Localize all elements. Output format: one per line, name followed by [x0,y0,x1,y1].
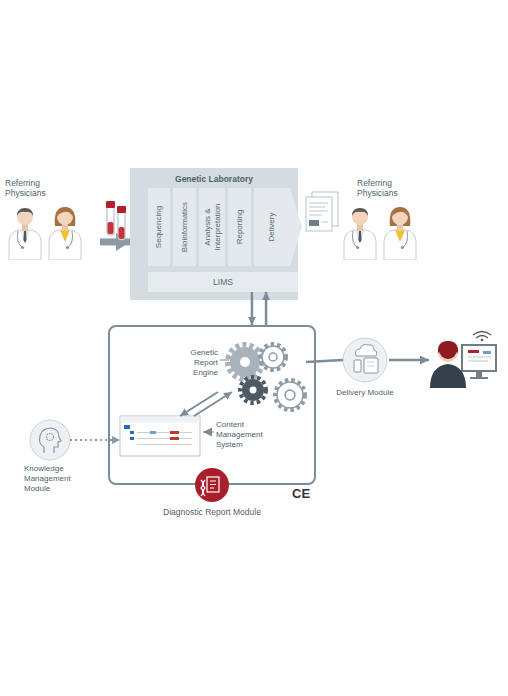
node-label: Content Management System [216,420,274,450]
physician-figure [9,208,41,260]
node-label: Analysis & Interpretation [203,190,222,264]
node-label: Diagnostic Report Module [110,507,314,517]
process-stage: Sequencing [148,188,170,266]
physician-figure [49,207,81,260]
node-label: Referring Physicians [357,178,417,198]
flow-connector [100,238,130,245]
cms-component: Content Management System [120,416,200,456]
node-label: Genetic Laboratory [130,174,298,184]
physician-figure [384,207,416,260]
cms-screen [120,416,200,456]
node-label: LIMS [148,277,298,287]
flow-arrow [389,359,429,362]
module-circle: Knowledge Management Module [30,420,70,460]
flow-connector [306,360,343,362]
delivery-icon [343,338,387,382]
node-label: Sequencing [154,190,164,264]
physician-figure [344,208,376,260]
system-band: LIMS [148,272,298,292]
chevron-shape [254,188,302,266]
leader-line [203,432,214,433]
module-frame: Diagnostic Report ModuleGenetic Report E… [108,325,316,485]
report-document [306,192,338,231]
node-label: Reporting [235,190,245,264]
process-stage: Reporting [228,188,251,266]
flow-connector [265,292,268,325]
engine-component: Genetic Report Engine [182,343,306,392]
flow-connector [194,392,232,416]
blood-tubes [106,201,126,240]
actor-group: Referring Physicians [340,172,435,264]
knowledge-icon [30,420,70,460]
process-stage: Analysis & Interpretation [199,188,225,266]
leader-line [220,360,229,361]
node-label: Genetic Report Engine [182,348,218,378]
chevron-shape [254,188,302,266]
node-label: Bioinformatics [180,190,190,264]
lab-container: Genetic LaboratorySequencing Bioinformati… [130,168,298,300]
module-circle: Delivery Module [343,338,387,382]
flow-connector [180,392,218,416]
node-label: Delivery [267,190,277,264]
flow-connector [251,292,254,325]
node-label: Delivery Module [323,388,407,398]
process-stage: Bioinformatics [173,188,196,266]
diagnostic-module-icon [195,468,229,502]
node-label: Referring Physicians [5,178,65,198]
actor-group: Referring Physicians [0,172,100,264]
node-label: Knowledge Management Module [24,464,84,494]
user-at-computer [430,332,496,389]
gear-cluster [228,344,305,410]
process-chevron: Delivery [254,188,302,266]
ce-mark: CE [292,487,310,501]
dotted-connector [70,439,120,441]
